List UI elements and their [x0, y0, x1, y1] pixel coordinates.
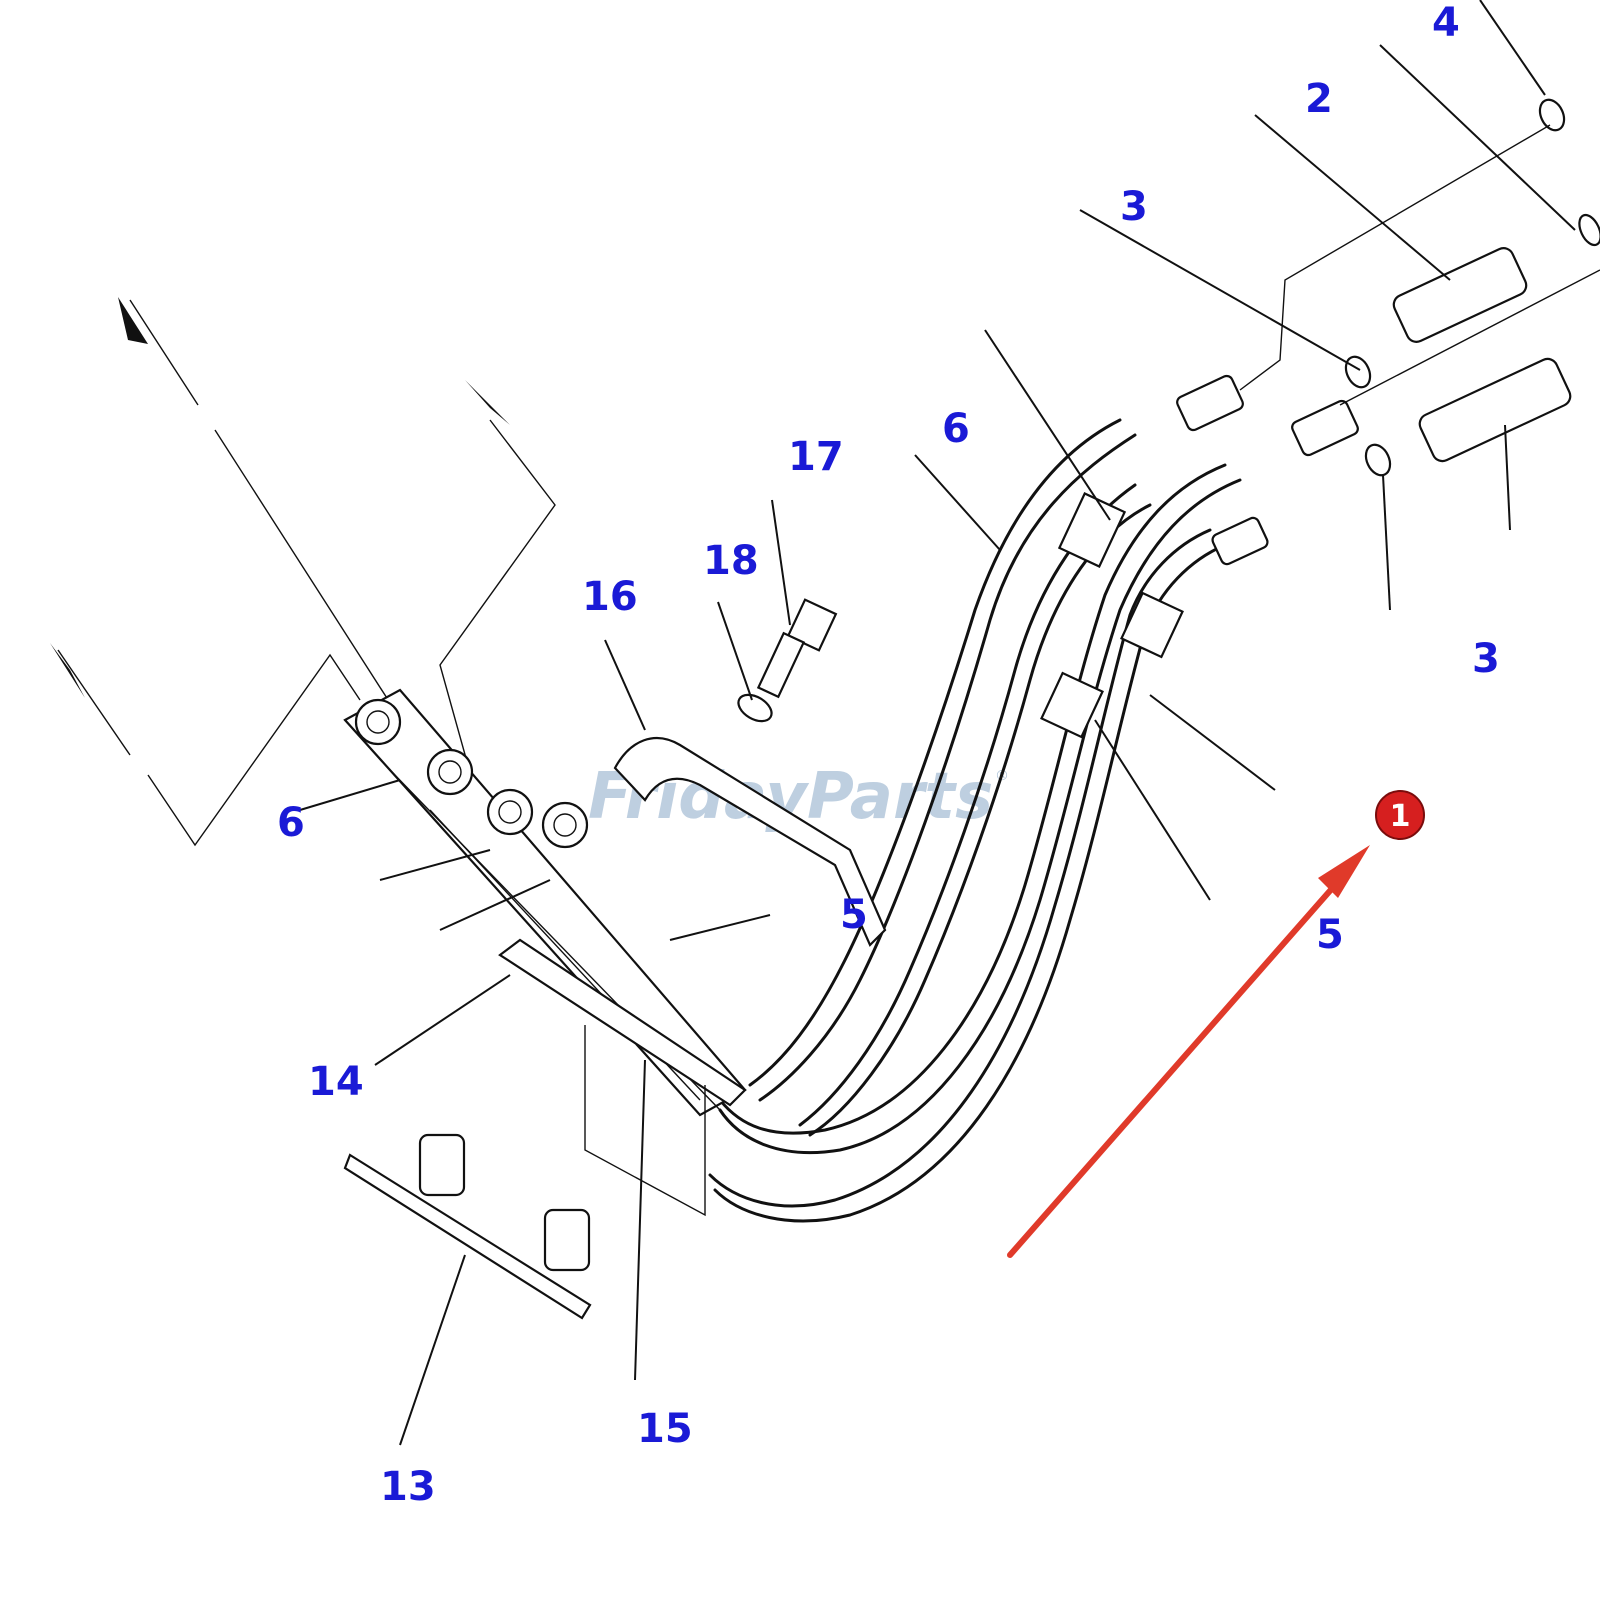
fittings-right: [1176, 98, 1600, 566]
callout-5-mid: 5: [840, 892, 868, 938]
callout-18: 18: [703, 538, 759, 584]
callout-13: 13: [380, 1464, 436, 1510]
callout-6-top: 6: [942, 406, 970, 452]
bracket-and-bolt: [613, 598, 887, 947]
callout-labels: 4 2 3 6 17 18 16 3 6 5 5 14 15 13: [277, 0, 1500, 1510]
callout-3-right: 3: [1472, 636, 1500, 682]
highlight-marker: 1: [1375, 790, 1425, 840]
callout-6-left: 6: [277, 800, 305, 846]
callout-2: 2: [1305, 76, 1333, 122]
callout-3-top: 3: [1120, 184, 1148, 230]
callout-16: 16: [582, 574, 638, 620]
clamp-assembly: [498, 938, 747, 1217]
callout-15: 15: [637, 1406, 693, 1452]
highlight-arrow: [1007, 845, 1370, 1258]
callout-5-right: 5: [1316, 912, 1344, 958]
callout-14: 14: [308, 1059, 364, 1105]
hose-bundle: [708, 418, 1242, 1223]
leader-lines: [299, 0, 1576, 1446]
highlight-marker-label: 1: [1390, 799, 1411, 834]
section-arrows: [50, 297, 556, 891]
plate-assembly: [343, 1133, 592, 1320]
callout-17: 17: [788, 434, 844, 480]
callout-4: 4: [1432, 0, 1460, 46]
